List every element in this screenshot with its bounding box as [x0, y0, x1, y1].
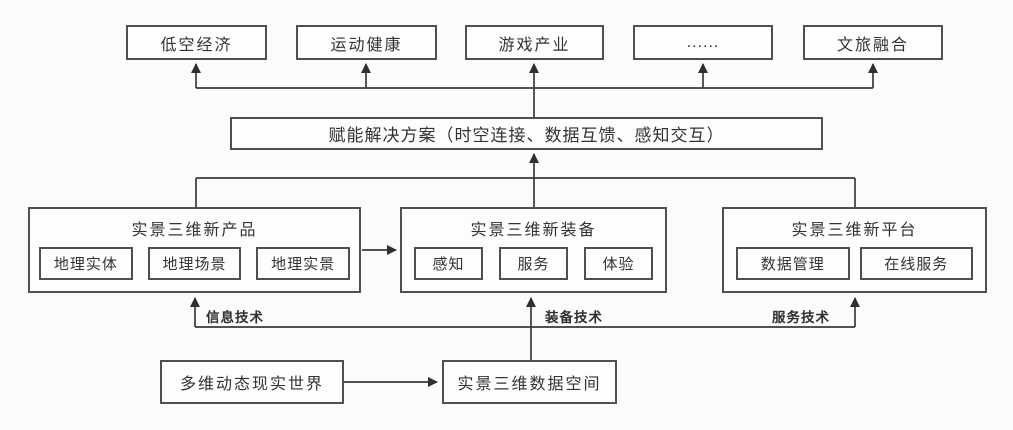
pillar-new-equipment-title: 实景三维新装备	[470, 222, 597, 239]
domain-box-sports-health: 运动健康	[296, 25, 437, 60]
pillar-new-platform-title: 实景三维新平台	[791, 222, 918, 239]
label-service-tech: 服务技术	[772, 310, 830, 325]
domain-box-gaming-industry: 游戏产业	[465, 25, 604, 60]
box-real-world: 多维动态现实世界	[160, 360, 344, 404]
label-equipment-tech: 装备技术	[545, 310, 603, 325]
sub-box-service: 服务	[499, 247, 568, 280]
box-data-space: 实景三维数据空间	[442, 360, 617, 404]
sub-box-online-service: 在线服务	[859, 247, 973, 280]
domain-box-low-altitude-economy: 低空经济	[126, 25, 267, 60]
pillar-new-products-title: 实景三维新产品	[131, 222, 258, 239]
sub-box-experience: 体验	[584, 247, 653, 280]
pillar-new-products-items: 地理实体 地理场景 地理实景	[30, 247, 359, 280]
domain-box-ellipsis: ......	[633, 25, 773, 60]
pillar-new-equipment: 实景三维新装备 感知 服务 体验	[400, 207, 667, 293]
label-info-tech: 信息技术	[206, 310, 264, 325]
sub-box-geo-realscene: 地理实景	[256, 247, 351, 280]
domain-box-culture-tourism: 文旅融合	[803, 25, 943, 60]
pillar-new-platform: 实景三维新平台 数据管理 在线服务	[722, 207, 987, 293]
sub-box-geo-entity: 地理实体	[39, 247, 133, 280]
pillar-new-platform-items: 数据管理 在线服务	[724, 247, 985, 280]
pillar-new-equipment-items: 感知 服务 体验	[402, 247, 665, 280]
solution-bar: 赋能解决方案（时空连接、数据互馈、感知交互）	[230, 117, 823, 150]
sub-box-data-management: 数据管理	[736, 247, 850, 280]
sub-box-perception: 感知	[414, 247, 483, 280]
sub-box-geo-scene: 地理场景	[147, 247, 242, 280]
pillar-new-products: 实景三维新产品 地理实体 地理场景 地理实景	[28, 207, 361, 293]
